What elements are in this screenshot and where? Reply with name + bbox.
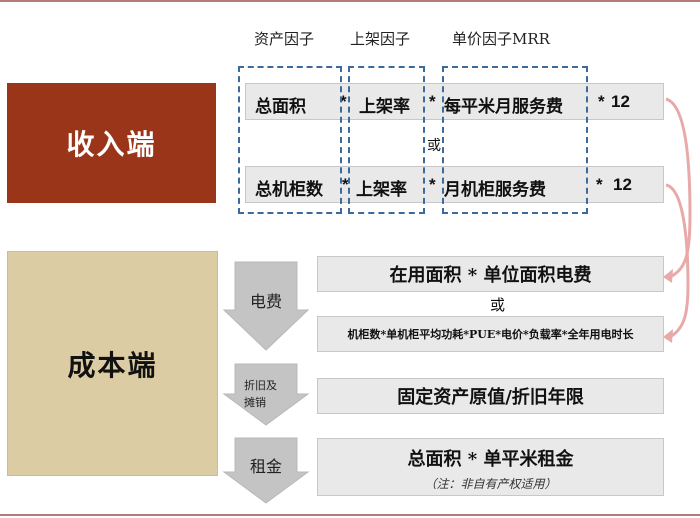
multiply-operator: * bbox=[342, 175, 349, 194]
electricity-cabinet-formula: 机柜数*单机柜平均功耗*PUE*电价*负载率*全年用电时长 bbox=[347, 328, 634, 341]
multiply-operator: * bbox=[598, 92, 605, 111]
depreciation-arrow-label-line2: 摊销 bbox=[244, 396, 266, 409]
unit-price-factor-header: 单价因子MRR bbox=[452, 30, 550, 48]
depreciation-arrow-label-line1: 折旧及 bbox=[244, 379, 277, 392]
months-multiplier: 12 bbox=[611, 92, 630, 111]
revenue-to-cost-curve-arrows-icon bbox=[663, 97, 692, 343]
revenue-side-box: 收入端 bbox=[7, 83, 216, 203]
electricity-or-label: 或 bbox=[490, 296, 506, 314]
total-area-term: 总面积 bbox=[255, 97, 306, 117]
asset-factor-header: 资产因子 bbox=[254, 30, 315, 48]
cost-side-title: 成本端 bbox=[67, 348, 158, 382]
rent-note: （注：非自有产权适用） bbox=[424, 477, 557, 491]
multiply-operator: * bbox=[429, 175, 436, 194]
unit-price-factor-dashed-box bbox=[442, 66, 588, 214]
depreciation-formula: 固定资产原值/折旧年限 bbox=[397, 387, 584, 408]
shelf-rate-term: 上架率 bbox=[359, 97, 410, 117]
bottom-frame-line bbox=[0, 514, 700, 516]
multiply-operator: * bbox=[340, 92, 347, 111]
electricity-area-formula: 在用面积 * 单位面积电费 bbox=[389, 265, 592, 286]
electricity-arrow-label: 电费 bbox=[249, 292, 282, 311]
monthly-cabinet-fee-term: 月机柜服务费 bbox=[444, 180, 546, 200]
rent-formula-box: 总面积 * 单平米租金 （注：非自有产权适用） bbox=[317, 438, 664, 496]
total-cabinets-term: 总机柜数 bbox=[255, 180, 323, 200]
revenue-side-title: 收入端 bbox=[66, 128, 157, 161]
electricity-area-formula-box: 在用面积 * 单位面积电费 bbox=[317, 256, 664, 292]
top-frame-line bbox=[0, 0, 700, 2]
electricity-down-arrow-icon bbox=[222, 261, 310, 351]
revenue-formula-row-area: 总面积 * 上架率 * 每平米月服务费 * 12 bbox=[245, 83, 664, 120]
revenue-formula-row-cabinet: 总机柜数 * 上架率 * 月机柜服务费 * 12 bbox=[245, 166, 664, 203]
electricity-cabinet-formula-box: 机柜数*单机柜平均功耗*PUE*电价*负载率*全年用电时长 bbox=[317, 316, 664, 352]
cost-side-box: 成本端 bbox=[7, 251, 218, 476]
rent-down-arrow-icon bbox=[222, 437, 310, 504]
shelf-rate-term: 上架率 bbox=[356, 180, 407, 200]
multiply-operator: * bbox=[596, 175, 603, 194]
rent-formula: 总面积 * 单平米租金 bbox=[407, 449, 574, 470]
shelf-factor-header: 上架因子 bbox=[350, 30, 411, 48]
revenue-or-label: 或 bbox=[427, 138, 441, 154]
monthly-fee-per-sqm-term: 每平米月服务费 bbox=[444, 97, 563, 117]
multiply-operator: * bbox=[429, 92, 436, 111]
rent-arrow-label: 租金 bbox=[249, 457, 282, 476]
depreciation-down-arrow-icon bbox=[222, 363, 310, 426]
months-multiplier: 12 bbox=[613, 175, 632, 194]
asset-factor-dashed-box bbox=[238, 66, 342, 214]
depreciation-formula-box: 固定资产原值/折旧年限 bbox=[317, 378, 664, 414]
shelf-factor-dashed-box bbox=[348, 66, 425, 214]
